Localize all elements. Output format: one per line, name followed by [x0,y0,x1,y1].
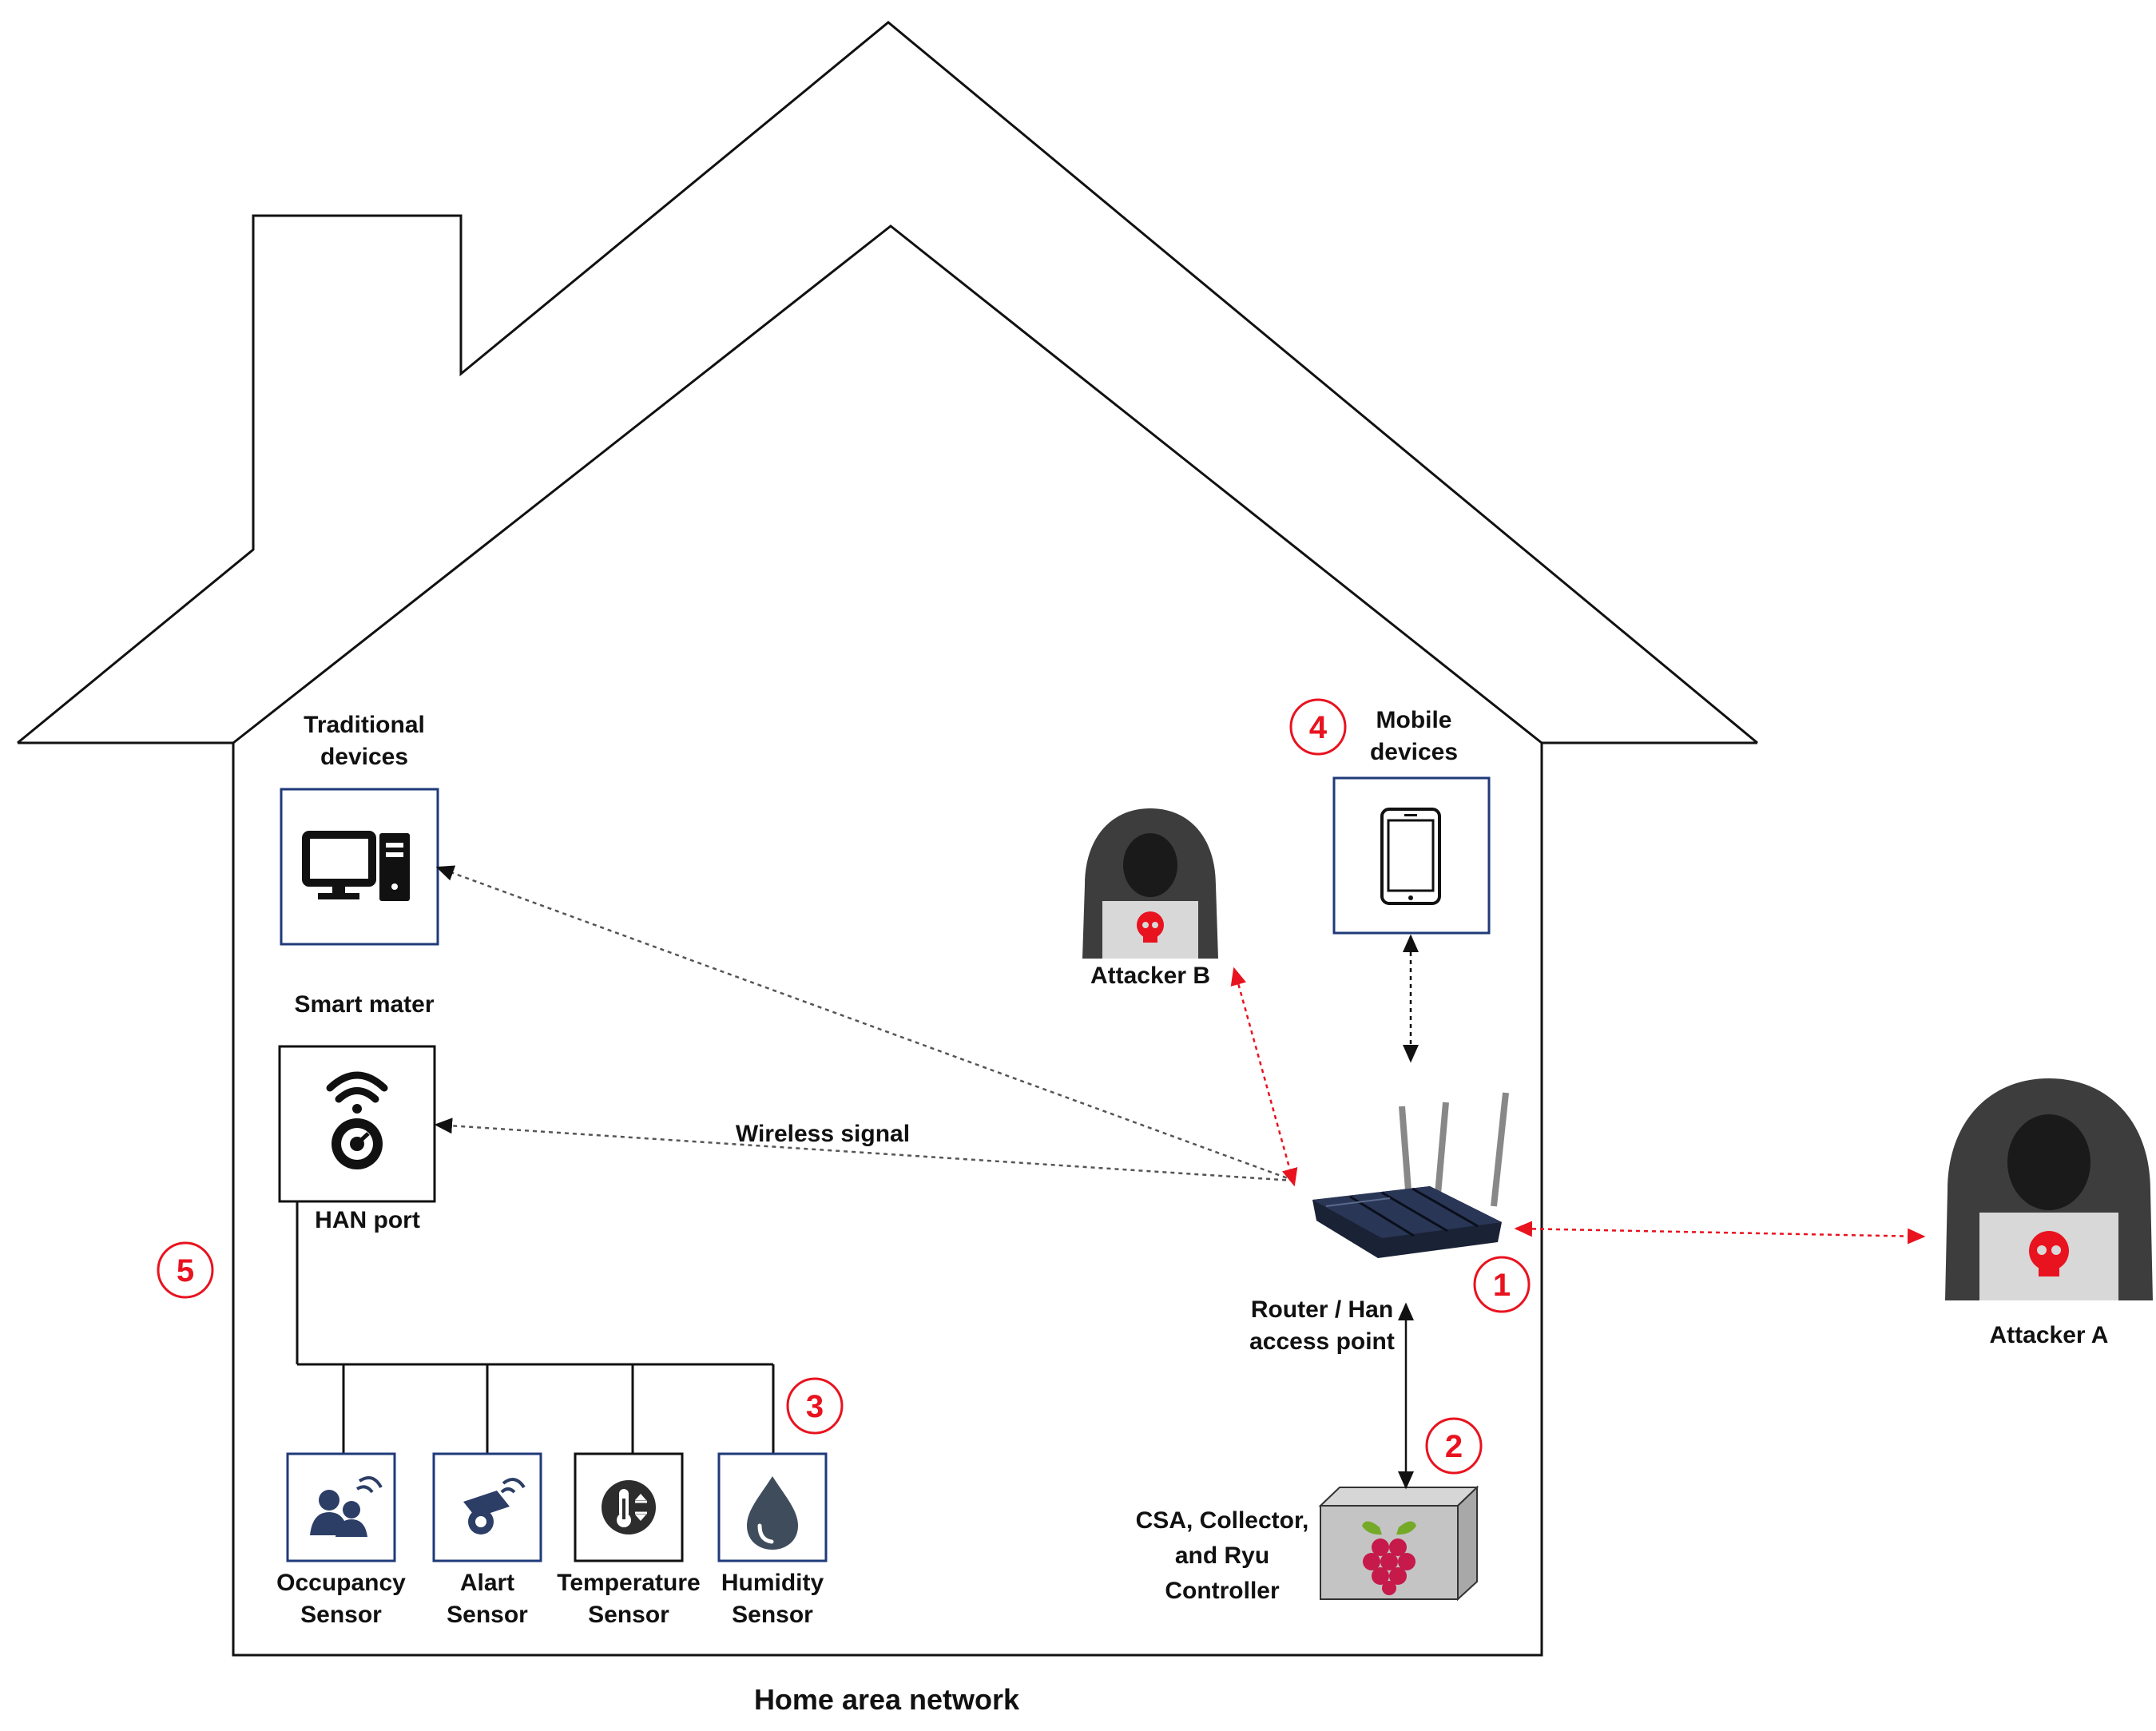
house-inner-outline [18,741,1757,1657]
water-drop-icon [747,1476,798,1550]
router-label: Router / Han access point [1249,1296,1395,1355]
alarm-camera-icon [463,1478,526,1534]
mobile-devices-box [1332,776,1491,935]
attacker-a-icon [1945,1078,2153,1300]
han-port-label: HAN port [315,1207,420,1233]
humidity-sensor-label: Humidity Sensor [721,1570,824,1628]
attacker-a-label: Attacker A [1989,1322,2109,1348]
marker-4-text: 4 [1309,710,1328,745]
marker-3: 3 [786,1377,844,1435]
attacker-b-label: Attacker B [1090,963,1211,989]
marker-1: 1 [1473,1256,1531,1313]
wireless-signal-label: Wireless signal [735,1121,911,1147]
wifi-router-icon [1312,1092,1509,1258]
controller-box [1318,1485,1479,1602]
house-inner-roof [232,224,1543,744]
marker-2-text: 2 [1445,1429,1463,1464]
marker-1-text: 1 [1493,1268,1511,1303]
controller-label: CSA, Collector, and Ryu Controller [1135,1507,1309,1604]
temperature-sensor-label: Temperature Sensor [557,1570,701,1628]
occupancy-sensor-icon [310,1475,383,1537]
smart-meter-icon [326,1071,388,1169]
smartphone-icon [1380,808,1441,905]
marker-3-text: 3 [806,1389,824,1424]
diagram-title: Home area network [753,1683,1020,1716]
raspberry-pi-icon [1362,1521,1416,1595]
connections [434,865,1926,1490]
marker-4: 4 [1289,698,1347,756]
smart-meter-label: Smart mater [294,991,435,1018]
mobile-devices-label: Mobile devices [1369,707,1459,765]
marker-5: 5 [157,1241,214,1299]
traditional-devices-label: Traditional devices [304,712,425,770]
occupancy-sensor-box [286,1452,396,1562]
occupancy-sensor-label: Occupancy Sensor [276,1570,406,1628]
house-outer-outline [17,21,1758,744]
link-router-attacker-a [1514,1221,1926,1245]
marker-5-text: 5 [177,1253,194,1288]
attacker-b-icon [1082,808,1218,959]
han-bus-wiring [296,1201,775,1454]
thermometer-icon [602,1480,656,1534]
marker-2: 2 [1425,1417,1483,1475]
link-router-attacker-b [1230,967,1298,1187]
alarm-sensor-label: Alart Sensor [447,1570,528,1628]
desktop-computer-icon [302,831,410,901]
link-router-traditional [435,865,1295,1182]
